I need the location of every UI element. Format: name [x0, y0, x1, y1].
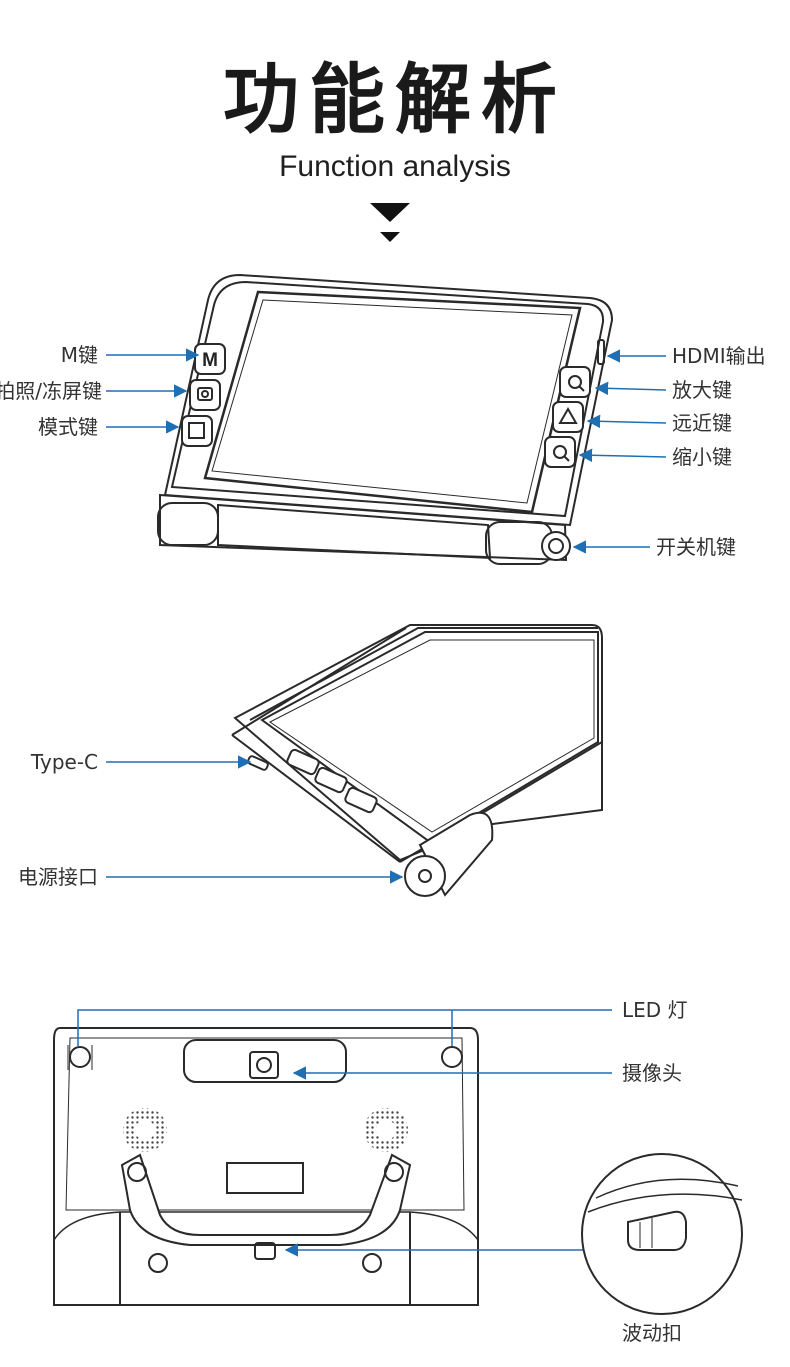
- back-callouts: [77, 1009, 612, 1257]
- label-power-port: 电源接口: [18, 865, 98, 889]
- device-side-view: [231, 624, 603, 897]
- page-title: 功能解析: [223, 55, 567, 144]
- side-callouts: [106, 755, 404, 884]
- label-toggle-latch: 波动扣: [622, 1321, 682, 1345]
- label-camera: 摄像头: [622, 1061, 682, 1085]
- device-front-view: M: [157, 273, 614, 565]
- svg-text:M: M: [202, 350, 218, 371]
- label-hdmi-output: HDMI输出: [672, 344, 766, 368]
- label-focus-distance-key: 远近键: [672, 411, 732, 435]
- device-back-view: [53, 1027, 479, 1306]
- label-capture-freeze-key: 拍照/冻屏键: [0, 379, 102, 403]
- label-type-c-port: Type-C: [30, 750, 98, 774]
- label-m-key: M键: [60, 343, 98, 367]
- label-led-light: LED 灯: [622, 998, 688, 1022]
- label-mode-key: 模式键: [38, 415, 98, 439]
- down-arrow-icon: [370, 203, 410, 242]
- detail-zoom-circle: [581, 1153, 743, 1315]
- front-callouts: [106, 348, 667, 554]
- label-power-key: 开关机键: [656, 535, 736, 559]
- label-zoom-in-key: 放大键: [672, 378, 732, 402]
- page-subtitle: Function analysis: [279, 150, 511, 183]
- label-zoom-out-key: 缩小键: [672, 445, 732, 469]
